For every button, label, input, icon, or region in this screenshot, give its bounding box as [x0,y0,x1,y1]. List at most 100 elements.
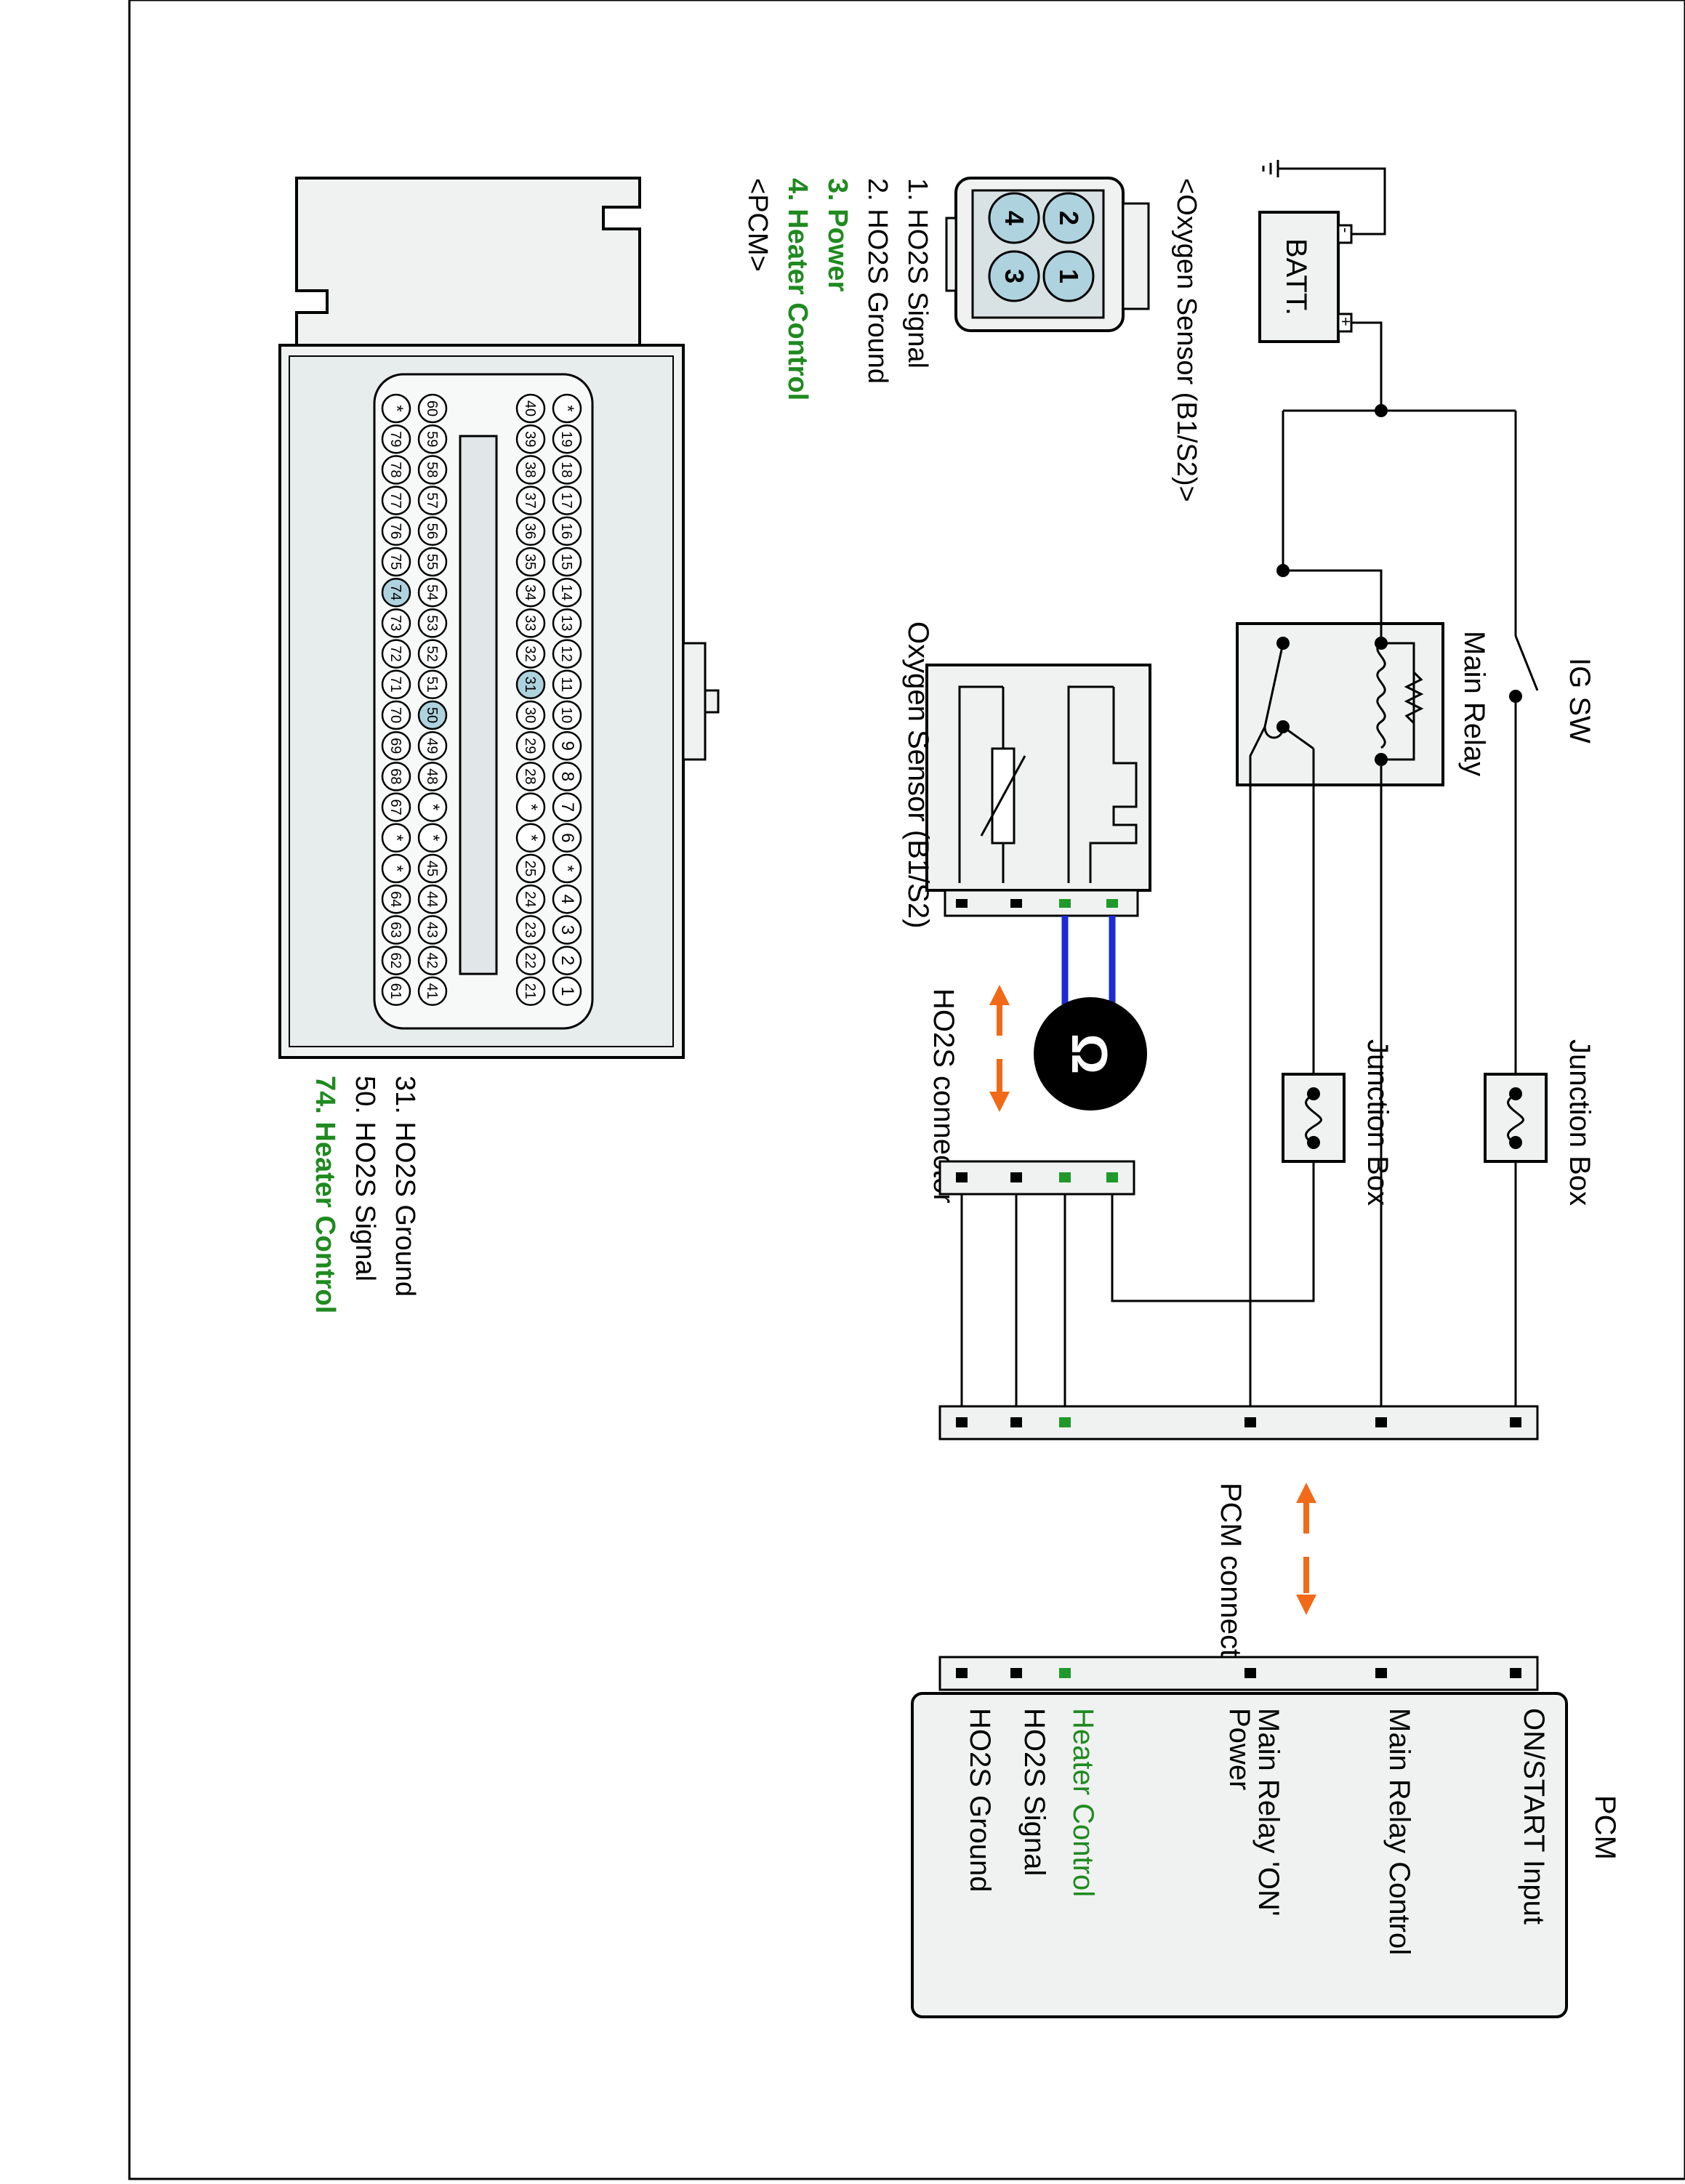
sensor-probe [1089,687,1138,883]
ho2s-mating-connector-terminal [1106,1172,1118,1182]
pcm-face-pin [552,853,582,884]
battery-label: BATT. [1280,238,1312,315]
pcm-face-pin-number: 63 [387,922,403,938]
junction-box-1-label: Junction Box [1564,1039,1596,1206]
pcm-face-pin-number: 55 [424,554,440,570]
pcm-face-pin [552,669,582,700]
junction-dot [1509,1087,1522,1100]
pcm-face-pin [552,455,582,485]
pcm-face-pin-number: * [521,804,541,810]
pcm-face-pin [515,823,546,853]
main-relay: Main Relay [1236,622,1490,786]
pcm-face-top-tab [295,177,641,347]
pcm-face-pin-number: 76 [387,523,403,539]
junction-box-1-fuse [1507,1092,1524,1146]
pcm-face-pin-number: 4 [558,895,577,904]
pcm-face-pin-number: 72 [387,645,403,661]
pcm-face-pin [515,976,546,1007]
pcm-pin-label: HO2S Signal [1018,1708,1050,1876]
pcm-face-pin-number: 9 [558,741,577,751]
pcm-face-pin [515,792,546,822]
junction-dot [1307,1136,1320,1149]
pcm-face-pin-number: 75 [387,554,403,570]
pcm-face-pin-number: 79 [387,431,403,447]
ho2s-mating-connector-terminal [1010,1172,1022,1182]
pcm-face-pin-number: 60 [424,400,440,416]
relay-coil-loop [1381,642,1415,761]
pcm-face-pin [381,700,411,730]
pcm-face-pin-number: 54 [424,584,440,600]
pcm-face-pin [552,762,582,791]
pcm-face-pin-number: 41 [424,983,440,999]
pcm-face-pin-number: 40 [522,400,538,416]
sensor-connector-strip [944,889,1139,917]
pcm-harness-connector-terminal [1510,1417,1521,1427]
pcm-face-pin-number: 16 [558,523,574,539]
arrow-head-down [1296,1595,1316,1615]
pcm-face-pin [417,762,448,791]
relay-output-bridge [1282,725,1314,750]
pcm-harness-connector [938,1405,1539,1440]
pcm-face-pin-number: 18 [558,462,574,478]
sensor-terminal [1010,899,1022,908]
pcm-face-pin [417,700,448,730]
pcm-title: PCM [1589,1795,1621,1860]
pcm-face-pin-number: * [558,865,577,871]
pcm-face-pin [552,577,582,608]
coil-feed [1283,569,1383,643]
pcm-face-pin [515,946,546,975]
pcm-face-pin-number: 10 [558,707,574,723]
ho2s-plug-body [1034,997,1147,1111]
pcm-face-pin-number: 23 [522,922,538,938]
pcm-connector-title: <PCM> [742,178,773,272]
sensor-face-key [945,217,957,292]
sensor-probe-edge [1067,685,1114,883]
pcm-face-pin [515,884,546,914]
pcm-face-pin [417,608,448,638]
pcm-face-pin-number: 14 [558,584,574,600]
pcm-face-pin [417,823,448,853]
sensor-legend-item: 3. Power [822,178,853,291]
pcm-face-pin-number: 24 [522,891,538,907]
pcm-face-pin-number: 74 [387,584,403,600]
sensor-pin [1042,250,1095,302]
ho2s-mating-connector [938,1160,1135,1196]
pcm-face-pin-number: 29 [522,738,538,754]
pcm-face-pin [552,485,582,515]
pcm-harness-connector-terminal [1059,1417,1071,1427]
pcm-face-pin-number: 53 [424,615,440,631]
pcm-face-pin [552,915,582,945]
pcm-face-pin [515,762,546,791]
pcm-face-pin [417,393,448,424]
pcm-face-pin-number: 61 [387,983,403,999]
pcm-face-pin [417,976,448,1007]
pcm-face-pin-number: * [423,804,443,810]
pcm-face-pin-number: 31 [522,677,538,693]
pcm-connector-body [938,1656,1539,1691]
pcm-face-pin-number: 25 [522,861,538,877]
pcm-face-pin-number: 58 [424,462,440,478]
pcm-face-pin-number: 33 [522,615,538,631]
pcm-face-pin-number: 32 [522,645,538,661]
pcm-face-pin-number: * [423,834,443,841]
pcm-face-pin-number: 42 [424,952,440,968]
arrow-head-up [989,985,1010,1005]
pcm-face-pin [417,669,448,700]
pcm-face-pin [381,485,411,515]
sensor-pin-number: 3 [1000,269,1029,283]
arrow-head-up [1296,1483,1316,1503]
pcm-face-pin-number: 28 [522,768,538,784]
pcm-face-pin [381,853,411,884]
junction-box-2: Junction Box [1282,1039,1394,1206]
pcm-face-pin-number: 30 [522,707,538,723]
pcm-connector-terminal [1510,1668,1521,1678]
pcm-face-pin [417,516,448,547]
pcm-face-pin [515,393,546,424]
pcm-face-pin-number: 71 [387,677,403,693]
pcm-face-pin [381,516,411,547]
pcm-face-center-key [459,435,498,975]
junction-box-2-label: Junction Box [1362,1039,1394,1206]
pcm-pin-label: ON/START Input [1518,1708,1550,1925]
heater-power-wire [1111,1161,1315,1302]
